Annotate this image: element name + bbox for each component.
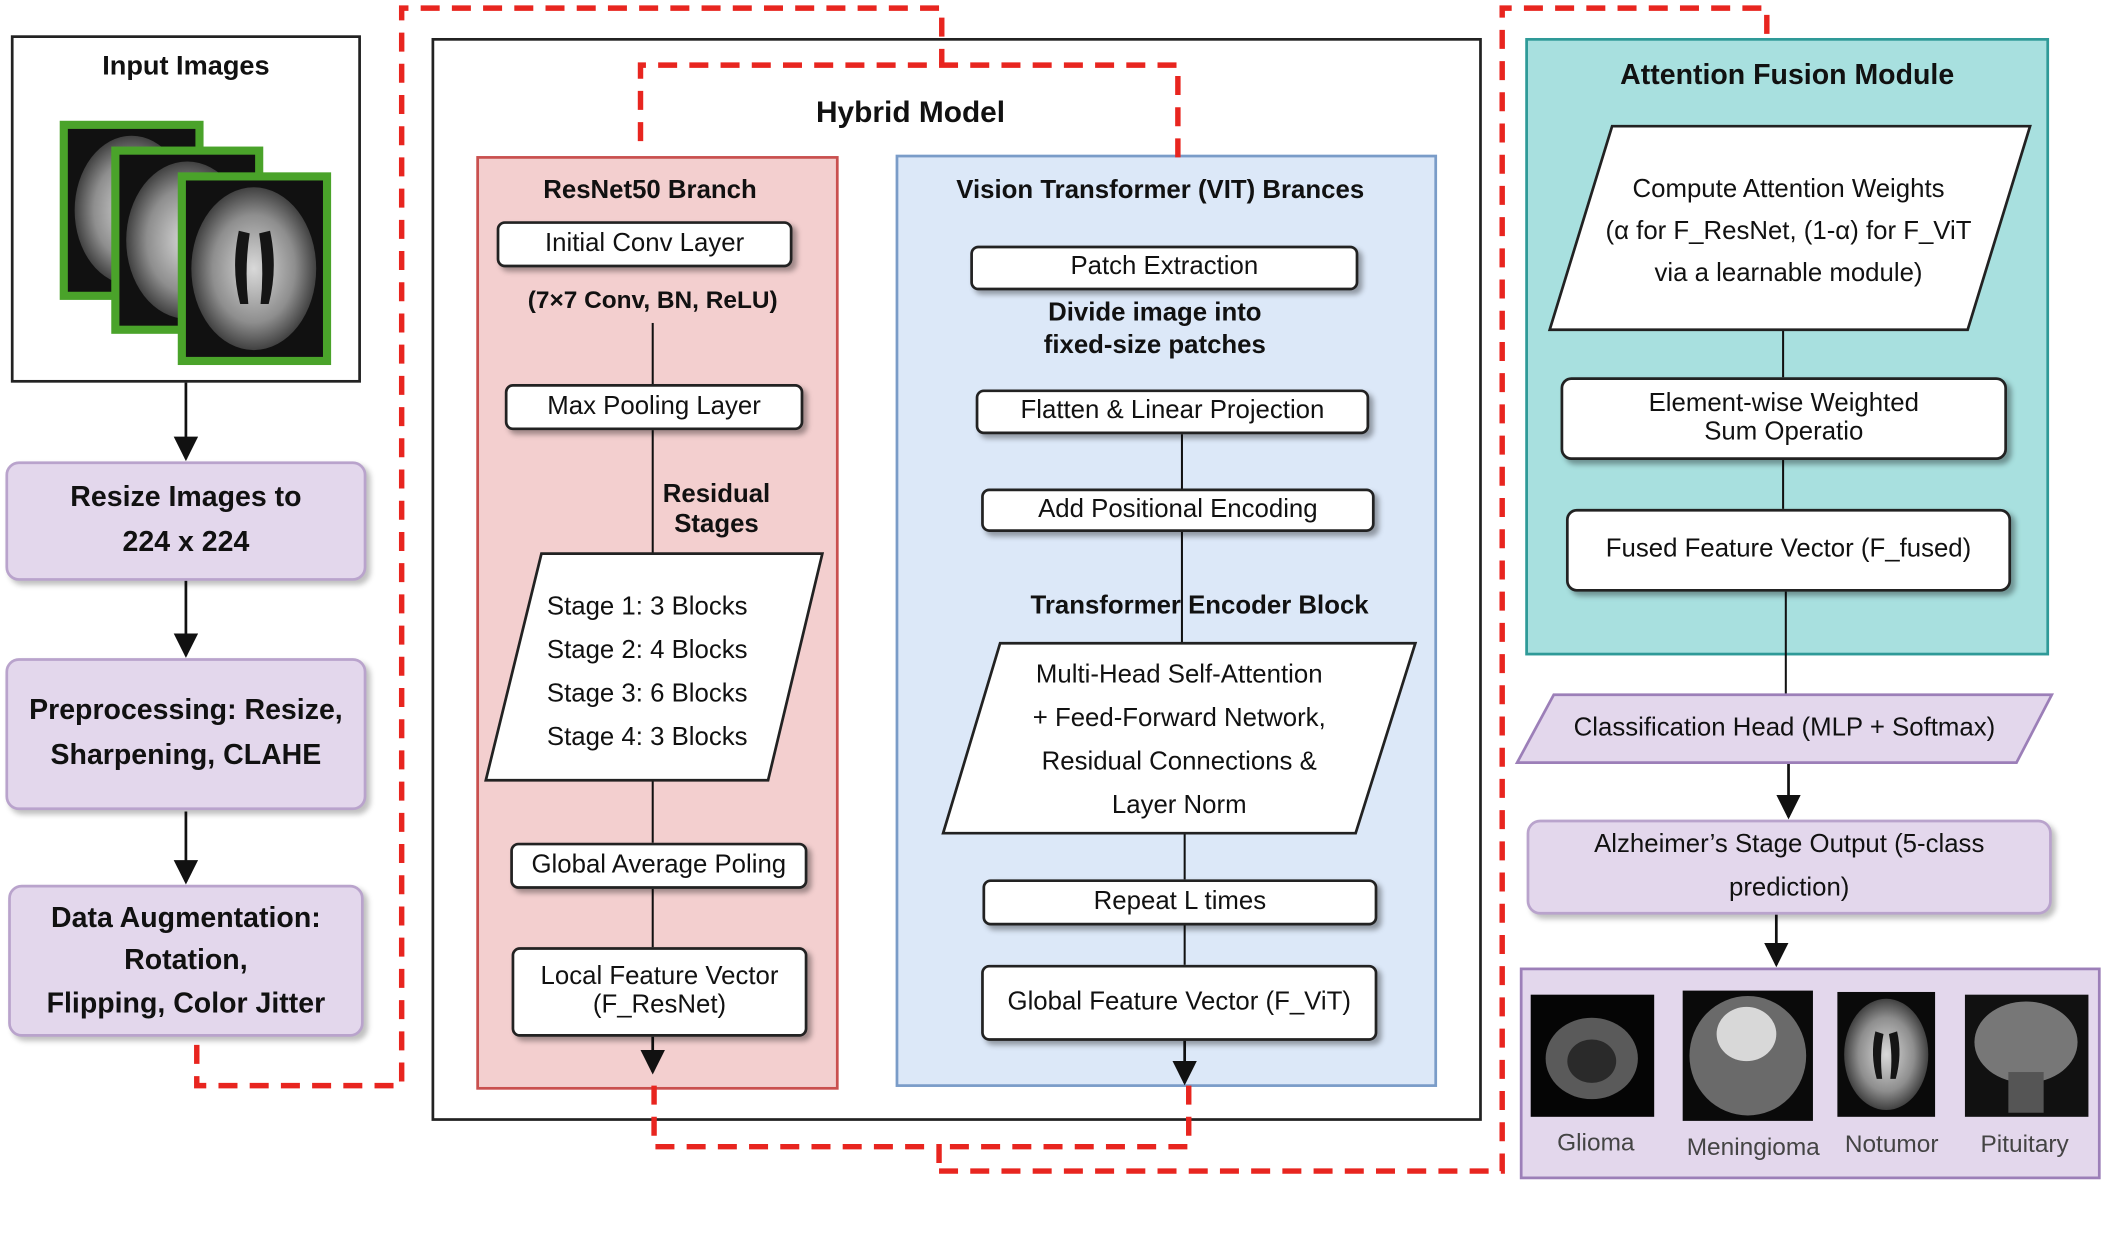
resize-line-1: Resize Images to (70, 482, 302, 514)
attention-line-3: via a learnable module) (1654, 259, 1923, 288)
transformer-encoder-label: Transformer Encoder Block (1030, 591, 1369, 621)
stage-3-text: Stage 3: 6 Blocks (546, 679, 748, 709)
encoder-line-2: + Feed-Forward Network, (1032, 704, 1326, 733)
flatten-linear-projection-box: Flatten & Linear Projection (975, 389, 1370, 435)
vit-branch-title: Vision Transformer (VIT) Brances (956, 176, 1365, 205)
repeat-l-times-box: Repeat L times (982, 879, 1378, 926)
resnet-branch-title: ResNet50 Branch (543, 176, 757, 205)
weighted-sum-line-1: Element-wise Weighted (1648, 388, 1919, 418)
stage-output-box: Alzheimer’s Stage Output (5-class predic… (1526, 819, 2052, 915)
encoder-line-4: Layer Norm (1111, 791, 1247, 820)
local-vector-line-2: (F_ResNet) (592, 990, 727, 1020)
resize-step-box: Resize Images to 224 x 224 (5, 461, 367, 581)
preprocess-line-1: Preprocessing: Resize, (29, 695, 343, 727)
preprocessing-step-box: Preprocessing: Resize, Sharpening, CLAHE (5, 658, 367, 811)
attention-line-2: (α for F_ResNet, (1-α) for F_ViT (1605, 217, 1972, 246)
stage-2-text: Stage 2: 4 Blocks (546, 636, 748, 665)
stage-output-line-2: prediction) (1729, 873, 1850, 903)
fusion-connectors (1764, 329, 1801, 968)
attention-fusion-title: Attention Fusion Module (1620, 59, 1955, 91)
hybrid-model-title: Hybrid Model (816, 94, 1006, 129)
encoder-block-shape (941, 641, 1418, 835)
local-vector-line-1: Local Feature Vector (540, 962, 779, 991)
attention-weights-text: Compute Attention Weights (α for F_ResNe… (1574, 168, 2003, 294)
class-label-meningioma: Meningioma (1686, 1133, 1820, 1161)
dashed-line-preprocess-to-hybrid (194, 5, 945, 1089)
fused-feature-vector-box: Fused Feature Vector (F_fused) (1565, 508, 2012, 592)
augmentation-step-box: Data Augmentation: Rotation, Flipping, C… (8, 884, 364, 1037)
vit-branch-panel (895, 154, 1438, 1087)
patch-detail-line-2: fixed-size patches (1043, 330, 1266, 360)
preprocess-line-2: Sharpening, CLAHE (50, 739, 322, 771)
patch-detail-line-1: Divide image into (1048, 298, 1262, 328)
resize-line-2: 224 x 224 (122, 526, 250, 558)
augment-line-2: Rotation, (124, 944, 248, 977)
initial-conv-layer-box: Initial Conv Layer (496, 221, 793, 268)
weighted-sum-line-2: Sum Operatio (1704, 417, 1864, 446)
encoder-line-1: Multi-Head Self-Attention (1035, 660, 1323, 690)
vit-connectors (1172, 434, 1197, 1086)
stage-output-line-1: Alzheimer’s Stage Output (5-class (1594, 830, 1985, 859)
class-label-pituitary: Pituitary (1980, 1130, 2069, 1158)
dashed-line-vit-out (939, 1085, 1192, 1150)
max-pooling-layer-box: Max Pooling Layer (504, 384, 804, 431)
residual-stages-shape (484, 552, 825, 782)
class-label-notumor: Notumor (1844, 1130, 1939, 1158)
classification-head-shape (1514, 693, 2055, 764)
encoder-block-text: Multi-Head Self-Attention + Feed-Forward… (997, 654, 1361, 828)
patch-extraction-detail: Divide image into fixed-size patches (1004, 297, 1305, 361)
residual-stages-list: Stage 1: 3 Blocks Stage 2: 4 Blocks Stag… (547, 586, 748, 760)
attention-weights-shape (1547, 124, 2032, 332)
stage-1-text: Stage 1: 3 Blocks (546, 593, 748, 622)
dashed-line-resnet-out (651, 1085, 942, 1172)
augment-line-3: Flipping, Color Jitter (46, 987, 326, 1019)
initial-conv-detail: (7×7 Conv, BN, ReLU) (527, 286, 778, 314)
dashed-flow-lines (194, 5, 1770, 1174)
global-feature-vector-box: Global Feature Vector (F_ViT) (981, 964, 1378, 1041)
residual-label-line-1: Residual (662, 480, 771, 509)
global-average-pooling-box: Global Average Poling (510, 842, 808, 889)
classification-head-label: Classification Head (MLP + Softmax) (1573, 713, 1996, 743)
residual-stages-label: Residual Stages (654, 480, 779, 539)
stage-4-text: Stage 4: 3 Blocks (546, 723, 748, 752)
attention-line-1: Compute Attention Weights (1632, 175, 1945, 204)
class-label-glioma: Glioma (1557, 1129, 1635, 1157)
augment-line-1: Data Augmentation: (51, 902, 321, 934)
encoder-line-3: Residual Connections & (1041, 747, 1317, 777)
patch-extraction-box: Patch Extraction (970, 245, 1359, 291)
weighted-sum-box: Element-wise Weighted Sum Operatio (1560, 377, 2008, 461)
residual-label-line-2: Stages (674, 510, 759, 539)
positional-encoding-box: Add Positional Encoding (981, 488, 1375, 532)
dashed-line-hybrid-top (637, 62, 1181, 161)
local-feature-vector-box: Local Feature Vector (F_ResNet) (511, 947, 808, 1037)
dashed-line-to-fusion (939, 5, 1770, 1174)
input-mri-stack (59, 120, 332, 366)
input-images-title: Input Images (102, 51, 270, 82)
class-thumbnails (1530, 990, 2089, 1121)
